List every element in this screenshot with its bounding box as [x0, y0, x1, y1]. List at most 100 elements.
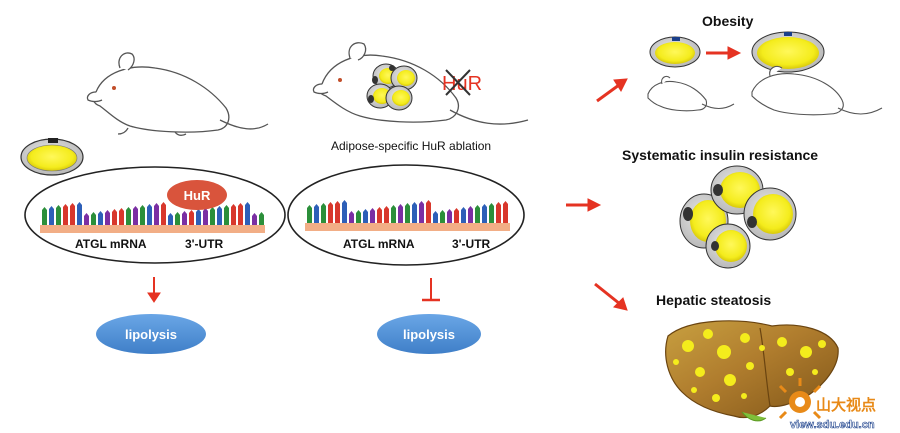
adipocyte-icon [751, 31, 825, 73]
nucleotide-base [112, 209, 117, 225]
nucleotide-base [468, 206, 473, 223]
left-utr-label: 3'-UTR [185, 237, 224, 251]
left-lipolysis-label: lipolysis [125, 327, 177, 342]
nucleotide-base [391, 205, 396, 223]
nucleotide-base [182, 211, 187, 225]
mouse-icon [86, 52, 269, 136]
liver-icon [665, 320, 839, 422]
ablation-caption: Adipose-specific HuR ablation [331, 139, 491, 153]
nucleotide-base [377, 207, 382, 223]
middle-inhibit-arrow [422, 278, 440, 302]
nucleotide-base [335, 201, 340, 223]
outcome-arrow-insulin [566, 198, 602, 212]
nucleotide-base [419, 201, 424, 223]
nucleotide-base [147, 204, 152, 225]
hur-protein [167, 180, 227, 210]
nucleotide-base [433, 211, 438, 223]
nucleotide-base [398, 204, 403, 223]
steatosis-title: Hepatic steatosis [656, 292, 771, 308]
nucleotide-base [49, 206, 54, 225]
nucleotide-base [252, 213, 257, 225]
nucleotide-base [245, 202, 250, 225]
nucleotide-base [168, 213, 173, 225]
nucleotide-base [84, 213, 89, 225]
watermark-logo-icon [778, 378, 822, 420]
middle-lipolysis-pill [377, 314, 481, 354]
mrna-backbone [40, 225, 265, 233]
nucleotide-base [328, 202, 333, 223]
left-promote-arrow [147, 277, 161, 303]
nucleotide-base [126, 207, 131, 225]
nucleotide-base [496, 202, 501, 223]
insulin-title: Systematic insulin resistance [622, 147, 818, 163]
nucleotide-base [42, 207, 47, 225]
nucleotide-base [356, 210, 361, 223]
left-mrna-strand [40, 202, 265, 233]
nucleotide-base [210, 207, 215, 225]
knockout-cross-icon [445, 69, 471, 96]
nucleotide-base [440, 210, 445, 223]
nucleotide-base [349, 211, 354, 223]
nucleotide-base [224, 205, 229, 225]
nucleotide-base [161, 202, 166, 225]
nucleotide-base [231, 204, 236, 225]
growth-arrow [706, 46, 742, 60]
nucleotide-base [133, 206, 138, 225]
nucleotide-base [489, 203, 494, 223]
nucleotide-base [370, 208, 375, 223]
nucleotide-base [105, 210, 110, 225]
nucleotide-base [56, 205, 61, 225]
middle-utr-label: 3'-UTR [452, 237, 491, 251]
nucleotide-base [475, 205, 480, 223]
watermark-url: view.sdu.edu.cn [790, 419, 875, 431]
nucleotide-base [119, 208, 124, 225]
obesity-title: Obesity [702, 13, 754, 29]
middle-lipolysis-label: lipolysis [403, 327, 455, 342]
nucleotide-base [203, 208, 208, 225]
nucleotide-base [363, 209, 368, 223]
nucleotide-base [217, 206, 222, 225]
nucleotide-base [482, 204, 487, 223]
nucleotide-base [196, 209, 201, 225]
nucleotide-base [154, 203, 159, 225]
adipocyte-icon [679, 165, 797, 269]
mrna-backbone [305, 223, 510, 231]
outcome-arrow-steatosis [594, 282, 628, 311]
nucleotide-base [307, 205, 312, 223]
adipocyte-icon [366, 63, 418, 111]
middle-mrna-label: ATGL mRNA [343, 237, 415, 251]
mouse-icon [751, 65, 883, 116]
watermark-name: 山大视点 [816, 396, 876, 414]
nucleotide-base [70, 203, 75, 225]
nucleotide-base [461, 207, 466, 223]
nucleotide-base [384, 206, 389, 223]
nucleotide-base [503, 201, 508, 223]
nucleotide-base [447, 209, 452, 223]
nucleotide-base [454, 208, 459, 223]
nucleotide-base [259, 212, 264, 225]
nucleotide-base [91, 212, 96, 225]
nucleotide-base [405, 203, 410, 223]
adipocyte-icon [649, 36, 701, 68]
outcome-arrow-obesity [596, 78, 628, 103]
nucleotide-base [342, 200, 347, 223]
mouse-icon [647, 75, 735, 112]
left-lipolysis-pill [96, 314, 206, 354]
middle-mrna-strand [305, 200, 510, 231]
nucleotide-base [238, 203, 243, 225]
nucleotide-base [140, 205, 145, 225]
nucleotide-base [175, 212, 180, 225]
nucleotide-base [426, 200, 431, 223]
hur-label: HuR [184, 188, 211, 203]
adipocyte-icon [20, 138, 84, 176]
nucleotide-base [412, 202, 417, 223]
nucleotide-base [189, 210, 194, 225]
mouse-icon [312, 42, 529, 125]
nucleotide-base [314, 204, 319, 223]
nucleotide-base [98, 211, 103, 225]
nucleotide-base [321, 203, 326, 223]
nucleotide-base [77, 202, 82, 225]
left-mrna-label: ATGL mRNA [75, 237, 147, 251]
nucleotide-base [63, 204, 68, 225]
